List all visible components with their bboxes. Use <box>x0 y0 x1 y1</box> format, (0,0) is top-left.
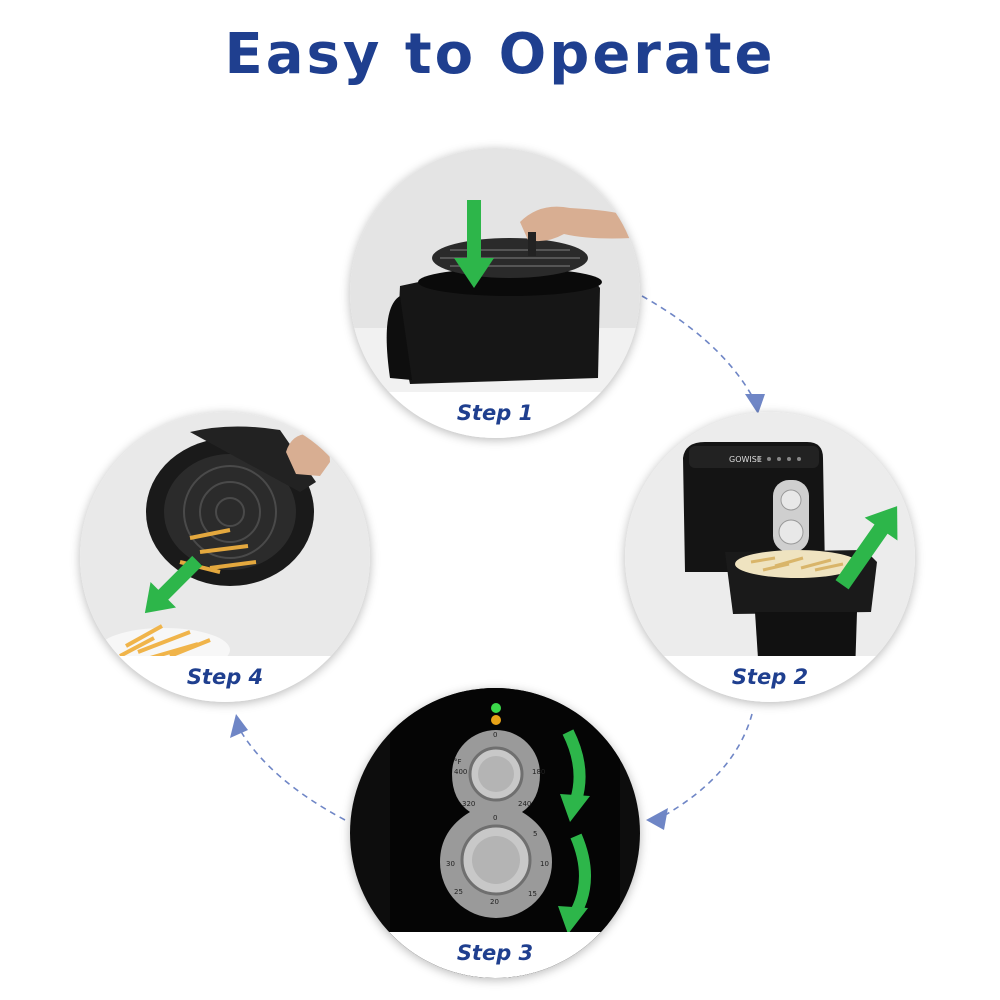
pour-arrow-icon <box>144 555 203 614</box>
step-2-circle: GOWISE Step 2 <box>625 412 915 702</box>
timer-tick: 30 <box>446 860 455 868</box>
arrow-1-to-2 <box>641 295 753 397</box>
timer-tick: 25 <box>454 888 463 896</box>
turn-arrow-icon <box>562 729 591 915</box>
step-4-photo <box>80 412 370 702</box>
temp-tick: 180 <box>532 768 545 776</box>
step-1-circle: Step 1 <box>350 148 640 438</box>
arrow-2-to-3 <box>659 713 753 819</box>
step-2-label: Step 2 <box>625 656 915 702</box>
temp-tick: 240 <box>518 800 531 808</box>
temp-tick: 400 <box>454 768 467 776</box>
cycle-arrow-icon <box>646 808 668 830</box>
heat-light-icon <box>491 715 501 725</box>
timer-tick: 20 <box>490 898 499 906</box>
brand-logo: GOWISE <box>729 455 762 464</box>
timer-tick: 0 <box>493 814 497 822</box>
cycle-arrow-icon <box>230 714 248 738</box>
arrow-3-to-4 <box>239 729 346 821</box>
step-4-circle: Step 4 <box>80 412 370 702</box>
step-4-label: Step 4 <box>80 656 370 702</box>
temp-tick: 0 <box>493 731 497 739</box>
step-1-label: Step 1 <box>350 392 640 438</box>
temp-tick: 320 <box>462 800 475 808</box>
down-arrow-icon <box>454 200 494 288</box>
insert-arrow-icon <box>835 506 898 590</box>
step-3-photo: 0 180 240 320 400 °F 0 5 10 15 20 25 30 <box>350 688 640 978</box>
step-3-circle: 0 180 240 320 400 °F 0 5 10 15 20 25 30 … <box>350 688 640 978</box>
timer-tick: 5 <box>533 830 537 838</box>
temp-unit: °F <box>454 758 462 766</box>
page-title: Easy to Operate <box>224 22 776 87</box>
cycle-arrow-icon <box>745 394 765 414</box>
timer-tick: 15 <box>528 890 537 898</box>
step-3-label: Step 3 <box>350 932 640 978</box>
power-light-icon <box>491 703 501 713</box>
timer-tick: 10 <box>540 860 549 868</box>
